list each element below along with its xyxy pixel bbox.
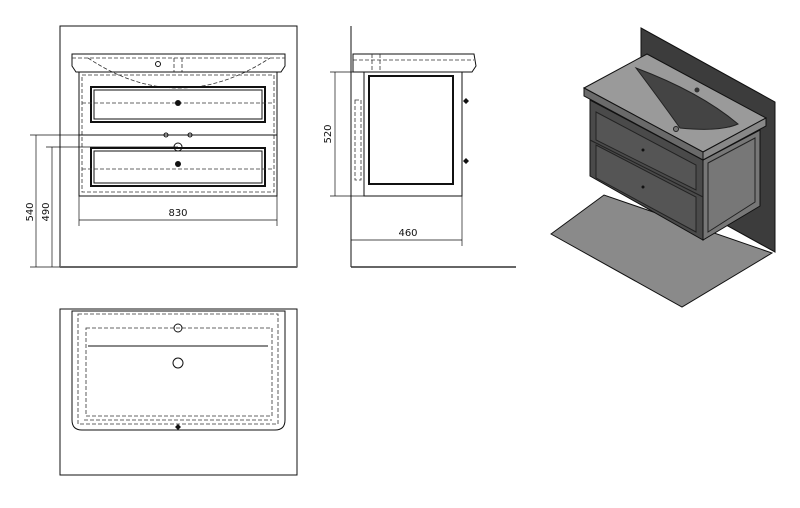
wall-outline bbox=[59, 25, 298, 268]
side-view: 520 460 bbox=[323, 26, 516, 268]
cabinet-front bbox=[78, 71, 278, 197]
dim-540: 540 bbox=[25, 202, 36, 221]
basin-front bbox=[71, 53, 286, 73]
top-view bbox=[59, 308, 298, 476]
dim-830: 830 bbox=[168, 208, 187, 219]
isometric-view bbox=[550, 27, 776, 308]
handle-upper bbox=[175, 100, 181, 106]
dim-520: 520 bbox=[323, 124, 334, 143]
drawer-upper bbox=[90, 86, 266, 123]
handle-lower bbox=[175, 161, 181, 167]
drawer-lower bbox=[90, 147, 266, 187]
dim-460: 460 bbox=[398, 228, 417, 239]
dim-490: 490 bbox=[41, 202, 52, 221]
front-view: 540 490 830 bbox=[25, 25, 298, 268]
cabinet-side bbox=[363, 71, 463, 197]
basin-top bbox=[71, 310, 286, 431]
